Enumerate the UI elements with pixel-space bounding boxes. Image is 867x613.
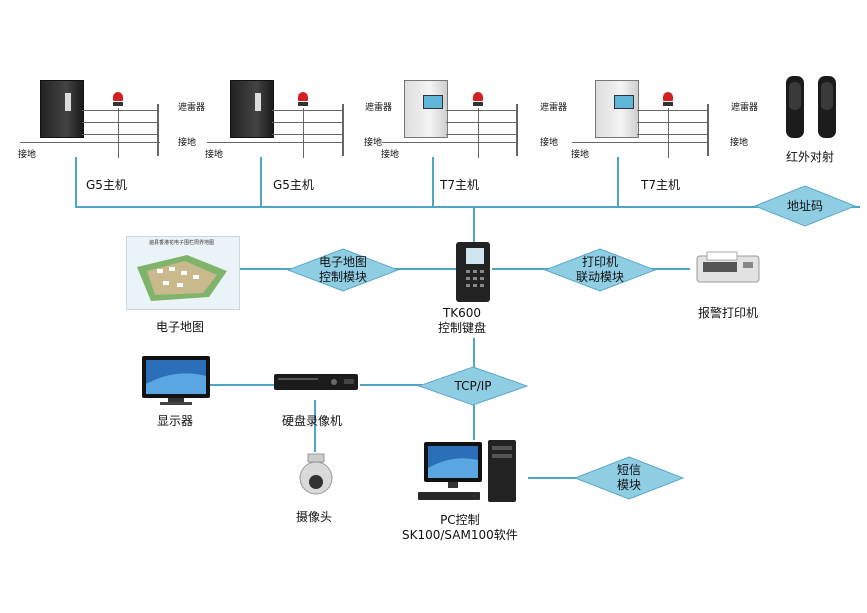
infrared-label: 红外对射 bbox=[786, 150, 835, 164]
ground-label: 接地 bbox=[730, 138, 749, 148]
printer-module-line1: 打印机 bbox=[581, 255, 618, 269]
keypad-device bbox=[456, 242, 490, 302]
sms-line1: 短信 bbox=[616, 463, 641, 477]
g5-controller-2 bbox=[230, 80, 274, 138]
camera-icon bbox=[299, 453, 333, 495]
drop-line-1 bbox=[75, 157, 77, 207]
infrared-beam-icon bbox=[786, 76, 836, 138]
pc-label: PC控制 SK100/SAM100软件 bbox=[402, 513, 518, 543]
electronic-map-image: 遍县香港花电子围栏周界地图 bbox=[126, 236, 240, 310]
controller-model-label: G5主机 bbox=[86, 178, 127, 192]
printer-linkage-module: 打印机联动模块 bbox=[544, 248, 656, 292]
bus-line bbox=[75, 206, 860, 208]
pc-line1: PC控制 bbox=[440, 513, 480, 527]
ground-label: 接地 bbox=[205, 150, 224, 160]
map-module-line2: 控制模块 bbox=[318, 270, 367, 284]
drop-line-4 bbox=[617, 157, 619, 207]
monitor-dvr-line bbox=[210, 384, 276, 386]
electronic-map-label: 电子地图 bbox=[156, 320, 205, 334]
address-code-diamond: 地址码 bbox=[754, 185, 856, 227]
camera-label: 摄像头 bbox=[296, 510, 333, 524]
ground-label: 接地 bbox=[571, 150, 590, 160]
siren-label: 遮雷器 bbox=[540, 103, 568, 113]
controller-model-label: T7主机 bbox=[440, 178, 479, 192]
t7-controller-1 bbox=[404, 80, 448, 138]
ground-label: 接地 bbox=[178, 138, 197, 148]
pc-workstation-icon bbox=[418, 440, 516, 502]
ground-label: 接地 bbox=[18, 150, 37, 160]
map-control-module: 电子地图控制模块 bbox=[287, 248, 399, 292]
dvr-icon bbox=[274, 374, 358, 390]
ground-label: 接地 bbox=[540, 138, 559, 148]
dvr-camera-line bbox=[314, 400, 316, 452]
alarm-beacon-icon bbox=[663, 92, 673, 106]
keypad-label: TK600 控制键盘 bbox=[438, 306, 486, 336]
alarm-printer-label: 报警打印机 bbox=[698, 306, 759, 320]
drop-line-2 bbox=[260, 157, 262, 207]
keypad-line1: TK600 bbox=[442, 306, 482, 320]
tcpip-network: TCP/IP bbox=[418, 366, 528, 406]
printer-icon bbox=[696, 251, 760, 283]
printer-module-line2: 联动模块 bbox=[575, 270, 624, 284]
pc-sms-line bbox=[528, 477, 580, 479]
keypad-line2: 控制键盘 bbox=[438, 321, 487, 335]
dvr-tcp-line bbox=[360, 384, 422, 386]
ground-label: 接地 bbox=[381, 150, 400, 160]
alarm-beacon-icon bbox=[473, 92, 483, 106]
controller-model-label: G5主机 bbox=[273, 178, 314, 192]
t7-controller-2 bbox=[595, 80, 639, 138]
tcpip-label: TCP/IP bbox=[454, 378, 492, 393]
address-code-label: 地址码 bbox=[786, 198, 823, 213]
g5-controller-1 bbox=[40, 80, 84, 138]
map-module-line1: 电子地图 bbox=[318, 255, 367, 269]
siren-label: 遮雷器 bbox=[731, 103, 759, 113]
map-image-title: 遍县香港花电子围栏周界地图 bbox=[149, 240, 215, 246]
alarm-beacon-icon bbox=[298, 92, 308, 106]
ground-label: 接地 bbox=[364, 138, 383, 148]
dvr-label: 硬盘录像机 bbox=[282, 414, 343, 428]
pc-line2: SK100/SAM100软件 bbox=[402, 528, 518, 542]
keypad-riser-line bbox=[473, 206, 475, 242]
alarm-beacon-icon bbox=[113, 92, 123, 106]
drop-line-3 bbox=[432, 157, 434, 207]
siren-label: 遮雷器 bbox=[178, 103, 206, 113]
keypad-tcp-line bbox=[473, 338, 475, 372]
monitor-label: 显示器 bbox=[157, 414, 194, 428]
tcp-pc-line bbox=[473, 400, 475, 440]
sms-module: 短信模块 bbox=[574, 456, 684, 500]
monitor-icon bbox=[142, 356, 210, 405]
siren-label: 遮雷器 bbox=[365, 103, 393, 113]
controller-model-label: T7主机 bbox=[641, 178, 680, 192]
sms-line2: 模块 bbox=[616, 478, 641, 492]
